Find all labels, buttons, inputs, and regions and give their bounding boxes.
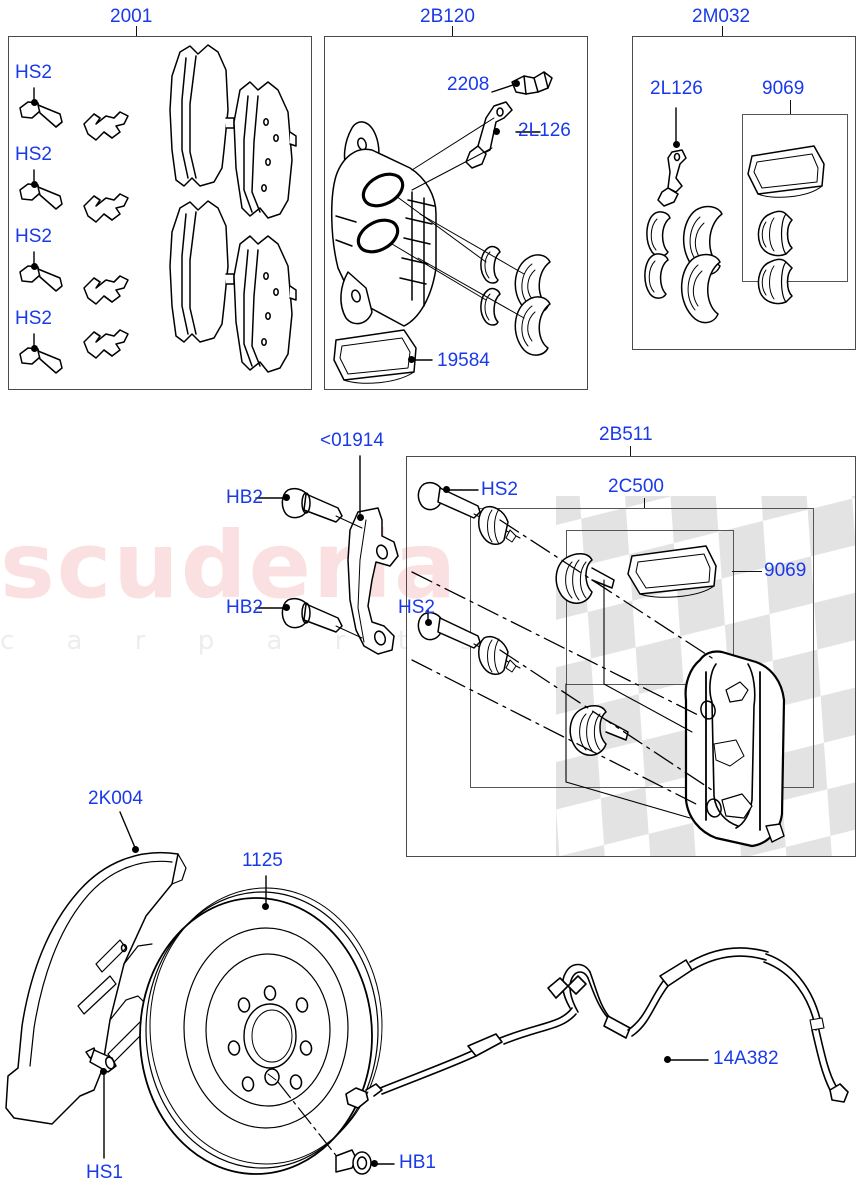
group-box-2B120 [324,36,588,390]
label-2C500: 2C500 [608,476,664,497]
label-hs2-2: HS2 [15,144,52,165]
group-box-2M032 [632,36,856,350]
leader-2C500 [644,498,646,508]
dot-01914 [357,514,364,521]
dot-HS1 [100,1068,107,1075]
label-2001: 2001 [110,6,153,27]
dot-HB1 [371,1160,378,1167]
label-hs2-1: HS2 [15,62,52,83]
leader-9069-top [790,100,792,114]
pad-shim-and-bolts [281,487,399,655]
dot-hs2-3 [31,263,38,270]
dot-2208 [513,80,520,87]
dot-2K004 [132,846,139,853]
dot-2L126-kit [673,141,680,148]
leader-9069-bottom [732,571,762,573]
label-hs2-6: HS2 [398,597,435,618]
dot-hb2-1 [283,494,290,501]
dot-hs2-1 [31,99,38,106]
label-2B120: 2B120 [420,6,475,27]
label-01914: <01914 [320,430,384,451]
label-HS1: HS1 [86,1162,123,1183]
label-2M032: 2M032 [692,6,751,27]
label-HB1: HB1 [399,1152,436,1173]
label-1125: 1125 [242,850,283,871]
leader-2B511 [630,446,632,456]
dot-hs2-5 [443,486,450,493]
label-14A382: 14A382 [713,1048,779,1069]
group-box-9069-bottom [566,530,734,685]
dot-hb2-2 [283,604,290,611]
dot-hs2-4 [31,345,38,352]
label-hs2-3: HS2 [15,226,52,247]
label-2208: 2208 [447,74,490,95]
dot-hs2-2 [31,181,38,188]
label-2B511: 2B511 [599,424,653,445]
label-hb2-2: HB2 [226,597,263,618]
label-hs2-5: HS2 [481,479,518,500]
label-hb2-1: HB2 [226,487,263,508]
leader-2M032 [722,26,724,36]
dot-14A382 [664,1056,671,1063]
leader-2B120 [452,26,454,36]
bottom-assembly [5,851,849,1175]
group-box-9069-top [742,114,848,282]
label-19584: 19584 [437,350,490,371]
label-2K004: 2K004 [88,788,143,809]
dot-2L126-top [493,128,500,135]
label-9069-top: 9069 [762,78,805,99]
group-box-2001 [8,36,312,390]
dot-hs2-6 [425,619,432,626]
label-hs2-4: HS2 [15,308,52,329]
label-2L126-top: 2L126 [518,120,571,141]
dot-1125 [262,903,269,910]
dot-19584 [408,356,415,363]
label-2L126-kit: 2L126 [650,78,703,99]
leader-2001 [136,26,138,36]
label-9069-bottom: 9069 [764,560,807,581]
